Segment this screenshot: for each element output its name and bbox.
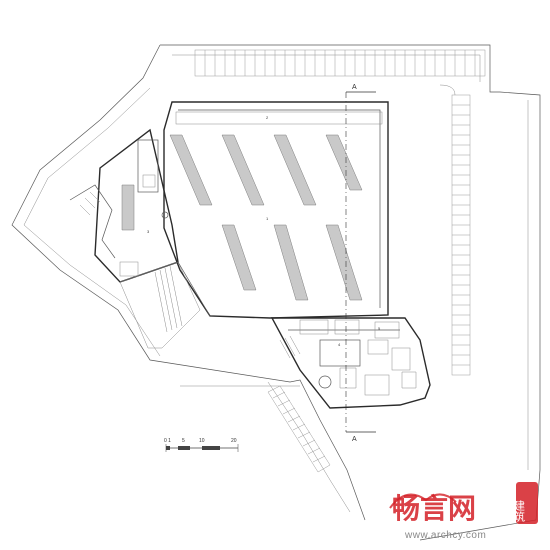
room-number-1: 1: [266, 216, 269, 221]
watermark-logo: 畅言网 建筑: [389, 482, 538, 525]
parking-right: [439, 84, 471, 376]
section-marker-bottom: A: [352, 436, 357, 443]
scale-tick-0: 0 1: [164, 438, 171, 444]
office-block: [270, 317, 431, 409]
watermark-url: www.archcy.com: [405, 530, 487, 541]
skylights: [121, 134, 363, 301]
room-number-2: 2: [266, 115, 269, 120]
site-boundary: [11, 44, 541, 541]
room-number-3: 3: [147, 229, 150, 234]
parking-bottom: [267, 385, 331, 473]
parking-top: [194, 49, 486, 77]
scale-tick-5: 5: [182, 438, 185, 444]
watermark-logo-text: 畅言网: [392, 492, 476, 525]
entrance-ramp: [119, 261, 211, 349]
scale-tick-10: 10: [199, 438, 205, 444]
room-number-5: 5: [378, 326, 381, 331]
room-number-4: 4: [338, 342, 341, 347]
scale-tick-20: 20: [231, 438, 237, 444]
watermark-badge-text: 建筑: [513, 499, 526, 522]
section-line-a: [345, 91, 376, 433]
scale-bar: 0 1 5 10 20: [164, 438, 239, 452]
section-marker-top: A: [352, 84, 357, 91]
